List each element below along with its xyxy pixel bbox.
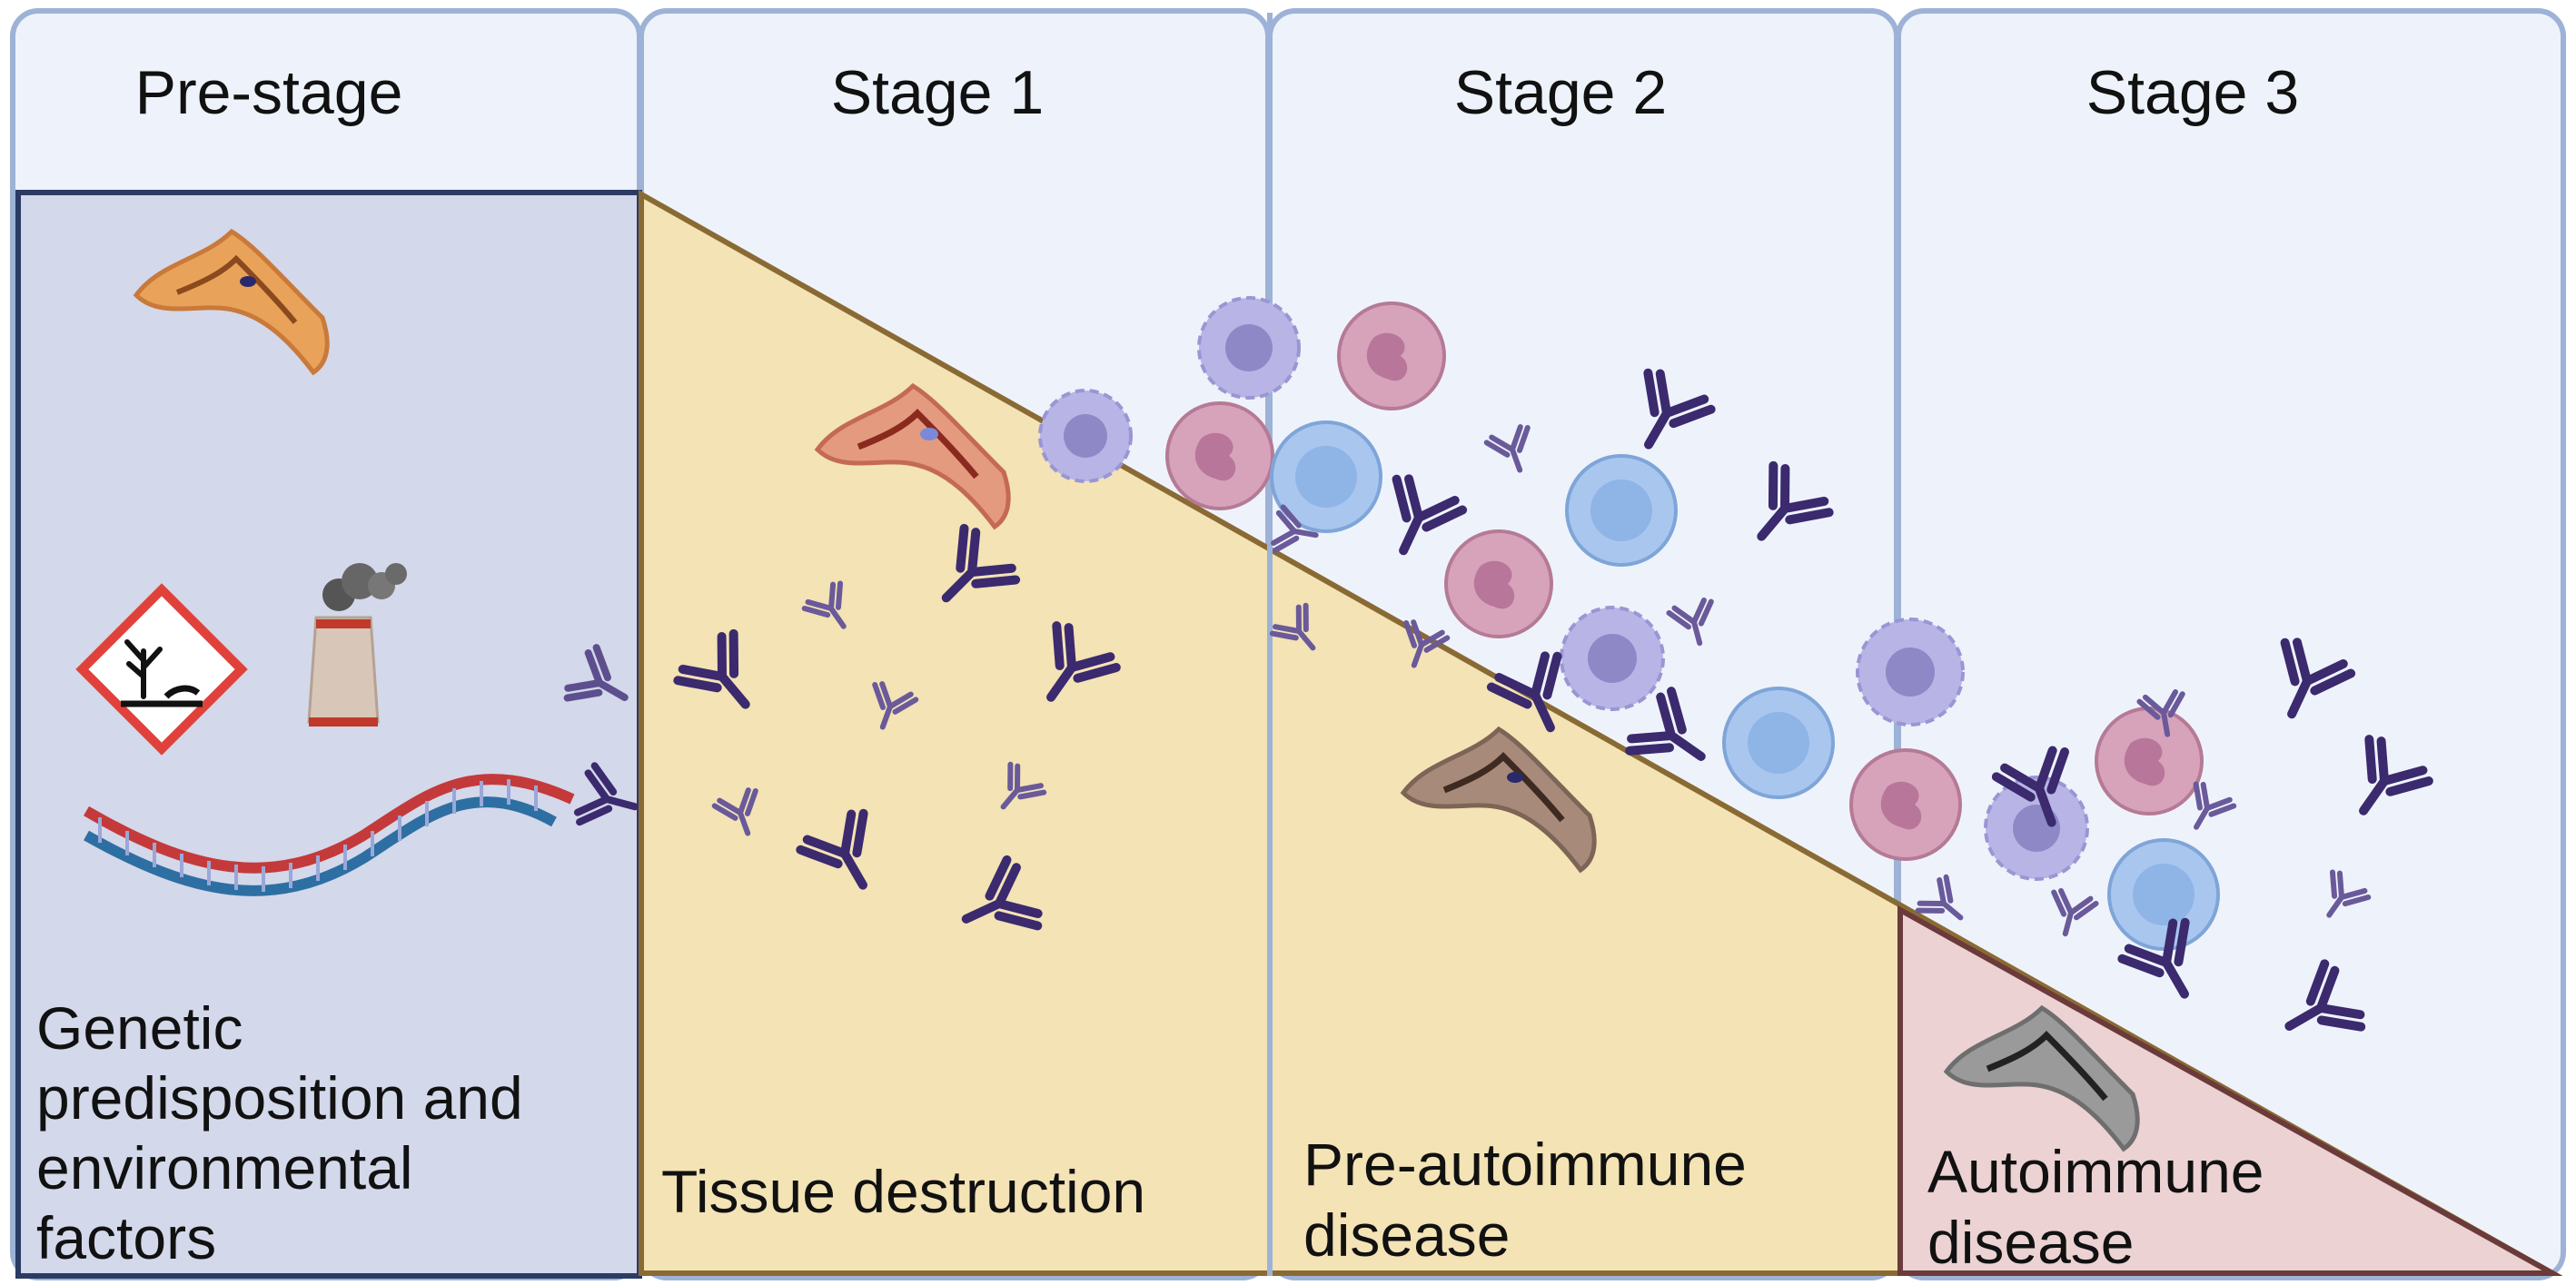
caption-line: environmental — [36, 1134, 413, 1201]
factory-chimney-icon — [307, 563, 407, 727]
stage-title-3: Stage 3 — [2086, 58, 2299, 127]
caption-line: Autoimmune — [1927, 1138, 2264, 1205]
neutrophil-cells — [1165, 301, 2204, 861]
inflamed-tissue-icon — [814, 382, 1011, 530]
caption-line: predisposition and — [36, 1064, 523, 1132]
damaged-tissue-icon — [1400, 726, 1597, 874]
prestage-box — [15, 190, 642, 1279]
environmental-hazard-icon — [75, 583, 248, 756]
stage-caption-3: Autoimmune disease — [1927, 1138, 2281, 1276]
neutrophil-cell-icon — [1444, 529, 1553, 638]
stage-caption-2: Pre-autoimmune disease — [1303, 1131, 1763, 1269]
macrophage-cell-icon — [1560, 606, 1665, 711]
pancreatic-tissue-icon — [133, 228, 330, 376]
macrophage-cell-icon — [1856, 618, 1965, 727]
neutrophil-cell-icon — [1849, 748, 1962, 861]
neutrophil-cell-icon — [1165, 401, 1274, 510]
destroyed-tissue-icon — [1943, 1004, 2140, 1152]
stage-caption-1: Tissue destruction — [661, 1158, 1145, 1225]
stage-caption-prestage: Genetic predisposition and environmental… — [36, 994, 540, 1271]
macrophage-cells — [1038, 296, 2089, 881]
lymphocyte-cell-icon — [1270, 420, 1382, 533]
lymphocyte-cells — [1270, 420, 2220, 951]
macrophage-cell-icon — [1038, 389, 1133, 483]
stage-title-prestage: Pre-stage — [135, 58, 403, 127]
caption-line: Tissue destruction — [661, 1158, 1145, 1225]
caption-line: Pre-autoimmune — [1303, 1131, 1747, 1198]
stage-title-1: Stage 1 — [831, 58, 1044, 127]
dna-strand-icon — [83, 774, 575, 896]
neutrophil-cell-icon — [1337, 301, 1446, 410]
stage-title-2: Stage 2 — [1454, 58, 1667, 127]
lymphocyte-cell-icon — [2107, 838, 2220, 951]
caption-line: Genetic — [36, 994, 243, 1062]
caption-line: disease — [1303, 1201, 1511, 1269]
caption-line: disease — [1927, 1209, 2135, 1276]
lymphocyte-cell-icon — [1722, 687, 1835, 799]
caption-line: factors — [36, 1204, 216, 1271]
autoimmune-triangle — [1897, 904, 2563, 1276]
lymphocyte-cell-icon — [1565, 454, 1678, 567]
neutrophil-cell-icon — [2095, 707, 2204, 815]
macrophage-cell-icon — [1197, 296, 1301, 400]
